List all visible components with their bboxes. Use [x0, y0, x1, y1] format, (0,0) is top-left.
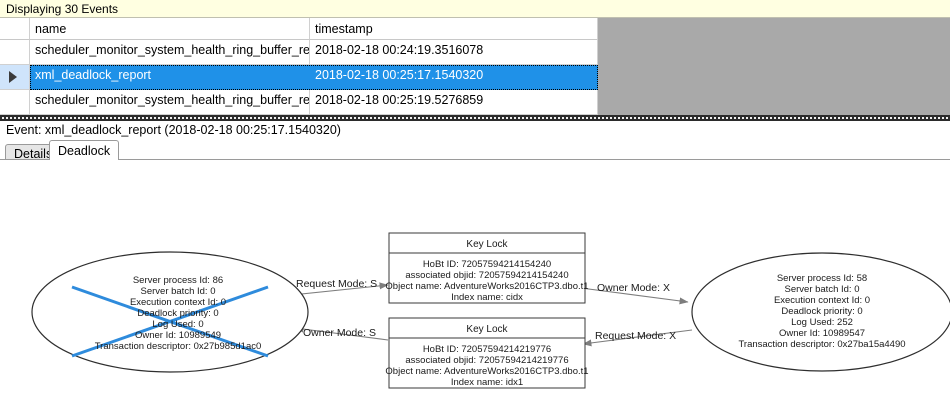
row-selector-active[interactable]: [0, 65, 30, 90]
victim-line-2: Execution context Id: 0: [130, 297, 226, 308]
victim-line-1: Server batch Id: 0: [141, 286, 216, 297]
survivor-line-4: Log Used: 252: [791, 317, 853, 328]
survivor-line-0: Server process Id: 58: [777, 273, 867, 284]
horizontal-splitter[interactable]: [0, 115, 950, 121]
edge-request-mode-x: Request Mode: X: [582, 329, 693, 347]
table-row[interactable]: scheduler_monitor_system_health_ring_buf…: [0, 40, 598, 65]
survivor-line-3: Deadlock priority: 0: [781, 306, 862, 317]
surviving-process-node[interactable]: Server process Id: 58 Server batch Id: 0…: [691, 252, 950, 372]
cell-name: xml_deadlock_report: [30, 65, 310, 90]
key-lock-top-node[interactable]: Key Lock HoBt ID: 72057594214154240 asso…: [385, 232, 589, 304]
victim-line-0: Server process Id: 86: [133, 275, 223, 286]
row-selector[interactable]: [0, 90, 30, 115]
cell-name: scheduler_monitor_system_health_ring_buf…: [30, 40, 310, 65]
key-lock-bottom-line-3: Index name: idx1: [451, 377, 523, 388]
key-lock-top-title: Key Lock: [466, 239, 508, 250]
victim-process-node[interactable]: Server process Id: 86 Server batch Id: 0…: [31, 251, 309, 373]
tab-deadlock[interactable]: Deadlock: [49, 140, 120, 160]
grid-header-row: name timestamp: [0, 18, 598, 40]
deadlock-graph-svg: Request Mode: S Owner Mode: X Owner Mode…: [31, 232, 950, 389]
edge-label-request-mode-x: Request Mode: X: [595, 330, 676, 342]
key-lock-bottom-title: Key Lock: [466, 324, 508, 335]
cell-name: scheduler_monitor_system_health_ring_buf…: [30, 90, 310, 115]
key-lock-top-line-1: associated objid: 72057594214154240: [405, 270, 568, 281]
events-grid-region: name timestamp scheduler_monitor_system_…: [0, 18, 950, 115]
edge-label-owner-mode-s: Owner Mode: S: [303, 327, 376, 339]
victim-line-4: Log Used: 0: [152, 319, 203, 330]
cell-timestamp: 2018-02-18 00:25:17.1540320: [310, 65, 598, 90]
key-lock-bottom-line-2: Object name: AdventureWorks2016CTP3.dbo.…: [385, 366, 588, 377]
edge-label-request-mode-s: Request Mode: S: [296, 278, 377, 290]
survivor-line-1: Server batch Id: 0: [785, 284, 860, 295]
edge-owner-mode-x: Owner Mode: X: [580, 282, 689, 305]
cell-timestamp: 2018-02-18 00:25:19.5276859: [310, 90, 598, 115]
survivor-line-5: Owner Id: 10989547: [779, 328, 865, 339]
cell-timestamp: 2018-02-18 00:24:19.3516078: [310, 40, 598, 65]
row-selector[interactable]: [0, 40, 30, 65]
key-lock-top-line-0: HoBt ID: 72057594214154240: [423, 259, 551, 270]
key-lock-bottom-line-0: HoBt ID: 72057594214219776: [423, 344, 551, 355]
table-row-selected[interactable]: xml_deadlock_report 2018-02-18 00:25:17.…: [0, 65, 598, 90]
column-header-name[interactable]: name: [30, 18, 310, 40]
key-lock-bottom-line-1: associated objid: 72057594214219776: [405, 355, 568, 366]
victim-line-3: Deadlock priority: 0: [137, 308, 218, 319]
tabstrip: Details Deadlock: [0, 140, 950, 161]
survivor-line-2: Execution context Id: 0: [774, 295, 870, 306]
key-lock-bottom-node[interactable]: Key Lock HoBt ID: 72057594214219776 asso…: [385, 317, 589, 389]
key-lock-top-line-2: Object name: AdventureWorks2016CTP3.dbo.…: [385, 281, 588, 292]
edge-owner-mode-s: Owner Mode: S: [294, 325, 389, 341]
grid-header-corner: [0, 18, 30, 40]
row-select-arrow-icon: [9, 71, 17, 83]
survivor-line-6: Transaction descriptor: 0x27ba15a4490: [738, 339, 905, 350]
table-row[interactable]: scheduler_monitor_system_health_ring_buf…: [0, 90, 598, 115]
column-header-timestamp[interactable]: timestamp: [310, 18, 598, 40]
event-caption-bar: Event: xml_deadlock_report (2018-02-18 0…: [0, 121, 950, 139]
edge-label-owner-mode-x: Owner Mode: X: [597, 282, 670, 294]
events-grid[interactable]: name timestamp scheduler_monitor_system_…: [0, 18, 598, 115]
events-status-bar: Displaying 30 Events: [0, 0, 950, 18]
deadlock-graph-canvas[interactable]: Request Mode: S Owner Mode: X Owner Mode…: [0, 159, 950, 400]
victim-line-6: Transaction descriptor: 0x27b985d1ac0: [95, 341, 262, 352]
key-lock-top-line-3: Index name: cidx: [451, 292, 523, 303]
event-caption-text: Event: xml_deadlock_report (2018-02-18 0…: [6, 123, 341, 137]
tab-details[interactable]: Details: [5, 144, 62, 161]
victim-line-5: Owner Id: 10989549: [135, 330, 221, 341]
events-status-text: Displaying 30 Events: [6, 2, 119, 16]
